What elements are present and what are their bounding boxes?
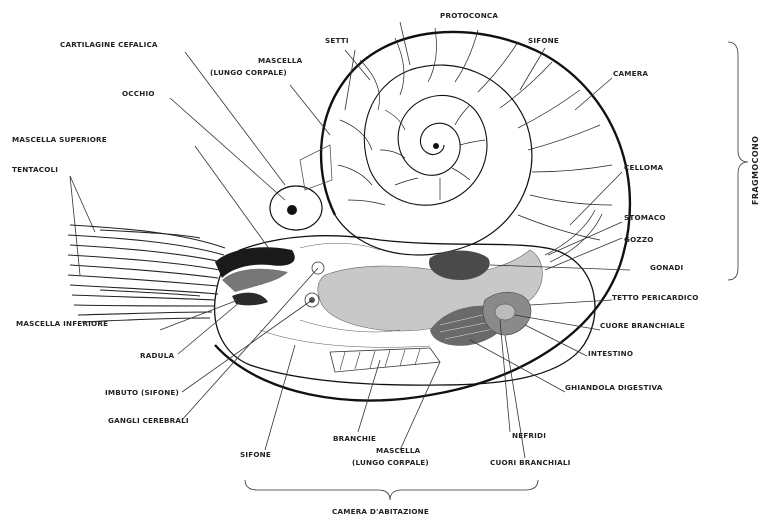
label-intestino: INTESTINO: [588, 349, 633, 358]
label-imbuto: IMBUTO (SIFONE): [105, 388, 179, 397]
label-cuore-branchiale: CUORE BRANCHIALE: [600, 321, 685, 330]
labels: PROTOCONCA CARTILAGINE CEFALICA SETTI MA…: [12, 11, 760, 516]
label-stomaco: STOMACO: [624, 213, 666, 222]
label-radula: RADULA: [140, 351, 174, 360]
label-gozzo: GOZZO: [624, 235, 654, 244]
label-mascella-lungo-inferiore-2: (LUNGO CORPALE): [352, 458, 429, 467]
label-tentacoli: TENTACOLI: [12, 165, 58, 174]
label-mascella-superiore: MASCELLA SUPERIORE: [12, 135, 107, 144]
label-setti: SETTI: [325, 36, 349, 45]
label-sifone-bottom: SIFONE: [240, 450, 271, 459]
label-mascella-lungo-inferiore: MASCELLA: [376, 446, 421, 455]
protoconch-dot: [433, 143, 439, 149]
label-mascella-inferiore: MASCELLA INFERIORE: [16, 319, 108, 328]
label-camera-abitazione: CAMERA D'ABITAZIONE: [332, 507, 429, 516]
label-cuori-branchiali: CUORI BRANCHIALI: [490, 458, 571, 467]
label-mascella-lungo-superiore-2: (LUNGO CORPALE): [210, 68, 287, 77]
label-celloma: CELLOMA: [624, 163, 664, 172]
label-protoconca: PROTOCONCA: [440, 11, 498, 20]
label-gonadi: GONADI: [650, 263, 684, 272]
label-fragmocono: FRAGMOCONO: [751, 136, 760, 205]
label-branchie: BRANCHIE: [333, 434, 376, 443]
label-occhio: OCCHIO: [122, 89, 155, 98]
label-ghiandola-digestiva: GHIANDOLA DIGESTIVA: [565, 383, 663, 392]
label-nefridi: NEFRIDI: [512, 431, 546, 440]
soft-body: [215, 145, 602, 385]
label-camera: CAMERA: [613, 69, 648, 78]
tentacles: [68, 225, 225, 322]
label-cartilagine-cefalica: CARTILAGINE CEFALICA: [60, 40, 158, 49]
label-sifone-top: SIFONE: [528, 36, 559, 45]
label-mascella-lungo-superiore: MASCELLA: [258, 56, 303, 65]
label-gangli-cerebrali: GANGLI CEREBRALI: [108, 416, 189, 425]
label-tetto-pericardico: TETTO PERICARDICO: [612, 293, 699, 302]
septa: [338, 28, 612, 240]
leader-lines: [70, 22, 748, 500]
